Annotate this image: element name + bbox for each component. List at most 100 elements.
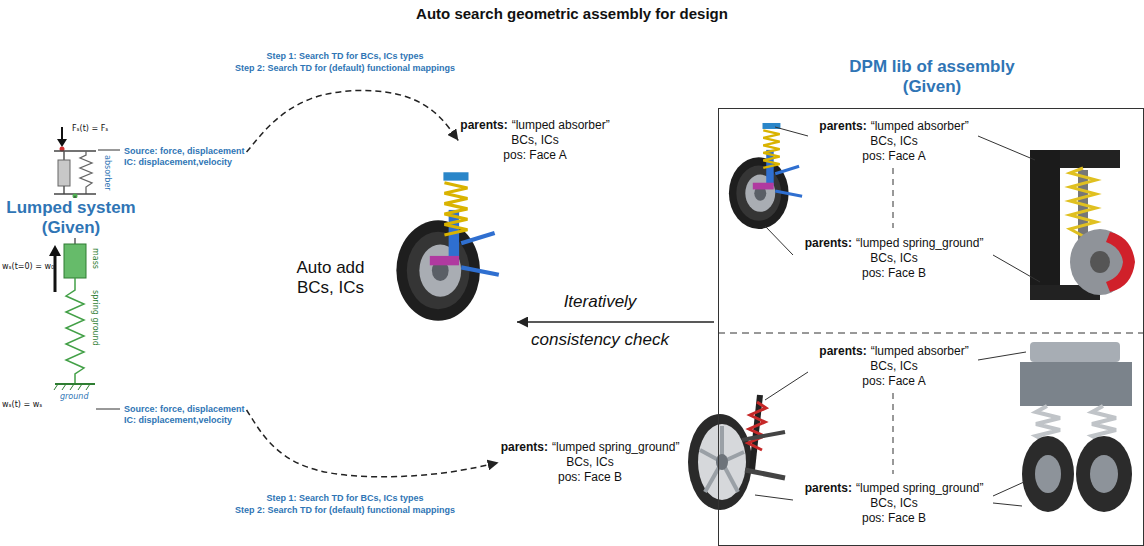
arrow-label: consistency check bbox=[531, 330, 669, 350]
divider-line bbox=[718, 333, 1144, 334]
lumped-system-schematic bbox=[70, 384, 74, 390]
alloy-wheel-suspension-photo bbox=[745, 470, 785, 478]
spec-text: BCs, ICs bbox=[819, 359, 968, 374]
step-note: Step 1: Search TD for BCs, ICs types bbox=[266, 50, 423, 62]
wheel-suspension-photo bbox=[729, 123, 802, 229]
parent-spec-label: parents: “lumped spring_ground”BCs, ICspo… bbox=[501, 440, 680, 485]
twin-wheel-suspension-photo bbox=[1020, 342, 1132, 512]
panel-heading: DPM lib of assembly (Given) bbox=[837, 57, 1027, 97]
lumped-system-schematic bbox=[55, 383, 95, 385]
element-name: absorber bbox=[102, 155, 112, 191]
condition-text: Source: force, displacement bbox=[124, 146, 245, 157]
twin-wheel-suspension-photo bbox=[1090, 455, 1118, 493]
alloy-wheel-suspension-photo bbox=[752, 395, 760, 470]
divider-line bbox=[893, 168, 894, 228]
twin-wheel-suspension-photo bbox=[1022, 436, 1074, 512]
lumped-system-schematic bbox=[63, 151, 65, 160]
assembly-illustration bbox=[396, 172, 498, 320]
step-note: Step 1: Search TD for BCs, ICs types bbox=[266, 492, 423, 504]
twin-wheel-suspension-photo bbox=[1030, 342, 1120, 362]
initial-condition-label: wₛ(t=0) = w₀ bbox=[2, 262, 54, 272]
consistency-arrow bbox=[517, 322, 714, 323]
spec-text: “lumped absorber” bbox=[512, 118, 610, 132]
spec-text: BCs, ICs bbox=[819, 134, 968, 149]
alloy-wheel-suspension-photo bbox=[722, 452, 744, 462]
alloy-wheel-suspension-photo bbox=[720, 426, 724, 462]
lumped-system-schematic bbox=[49, 245, 61, 256]
lumped-system-schematic bbox=[66, 284, 84, 384]
diagram-title: Auto search geometric assembly for desig… bbox=[416, 5, 728, 23]
parent-spec-label: parents: “lumped spring_ground”BCs, ICspo… bbox=[805, 481, 984, 526]
spec-text: parents: bbox=[460, 118, 507, 132]
divider-line bbox=[893, 393, 894, 474]
lumped-system-schematic bbox=[54, 384, 58, 390]
alloy-wheel-suspension-photo bbox=[688, 414, 752, 510]
spec-text: pos: Face A bbox=[819, 374, 968, 389]
spec-text: “lumped spring_ground” bbox=[856, 236, 983, 250]
twin-wheel-suspension-photo bbox=[1035, 455, 1061, 493]
spec-text: BCs, ICs bbox=[805, 496, 984, 511]
alloy-wheel-suspension-photo bbox=[705, 462, 722, 492]
lumped-system-schematic bbox=[58, 160, 70, 186]
spec-text: “lumped absorber” bbox=[871, 344, 969, 358]
suspension-module-photo bbox=[1070, 229, 1130, 295]
spec-text: pos: Face A bbox=[819, 149, 968, 164]
suspension-module-photo bbox=[1070, 168, 1096, 236]
spec-text: pos: Face B bbox=[805, 511, 984, 526]
leader-line bbox=[755, 495, 793, 500]
lumped-system-schematic bbox=[64, 244, 86, 278]
step-note: Step 2: Search TD for (default) function… bbox=[235, 504, 455, 516]
wheel-suspension-photo bbox=[729, 123, 802, 229]
alloy-wheel-suspension-photo bbox=[688, 395, 785, 510]
section-heading: Lumped system (Given) bbox=[2, 198, 140, 238]
lumped-system-schematic bbox=[62, 384, 66, 390]
source-ic-note: Source: force, displacementIC: displacem… bbox=[124, 404, 245, 426]
dashed-arrow bbox=[247, 410, 499, 477]
divider-line bbox=[718, 168, 1144, 474]
step-note: Step 2: Search TD for (default) function… bbox=[235, 62, 455, 74]
leader-line bbox=[993, 255, 1040, 282]
spec-text: “lumped spring_ground” bbox=[552, 440, 679, 454]
leader-line bbox=[978, 352, 1026, 360]
parent-spec-label: parents:“lumped absorber”BCs, ICspos: Fa… bbox=[819, 119, 968, 164]
leader-line bbox=[993, 503, 1022, 506]
arrow-label: Iteratively bbox=[564, 292, 637, 312]
suspension-module-photo bbox=[1090, 251, 1110, 273]
element-name: ground bbox=[60, 392, 88, 402]
force-label: Fₛ(t) = Fₛ bbox=[72, 124, 108, 134]
consistency-arrow bbox=[517, 321, 714, 323]
lumped-system-schematic bbox=[54, 193, 96, 195]
lumped-system-schematic bbox=[74, 278, 76, 284]
suspension-module-photo bbox=[1106, 232, 1135, 292]
spec-text: BCs, ICs bbox=[805, 251, 984, 266]
leader-line bbox=[765, 372, 808, 400]
condition-text: IC: displacement,velocity bbox=[124, 415, 245, 426]
element-name: mass bbox=[90, 248, 100, 269]
condition-text: IC: displacement,velocity bbox=[124, 157, 245, 168]
suspension-module-photo bbox=[1030, 150, 1135, 300]
assembly-illustration bbox=[396, 172, 498, 320]
lumped-system-schematic bbox=[78, 384, 82, 390]
condition-text: Source: force, displacement bbox=[124, 404, 245, 415]
spec-text: pos: Face B bbox=[501, 470, 680, 485]
alloy-wheel-suspension-photo bbox=[722, 462, 738, 492]
spec-text: “lumped spring_ground” bbox=[856, 481, 983, 495]
element-name: spring ground bbox=[90, 290, 100, 346]
lumped-system-schematic bbox=[80, 151, 92, 194]
leader-line bbox=[978, 136, 1035, 160]
spec-text: parents: bbox=[501, 440, 548, 454]
spec-text: parents: bbox=[805, 236, 852, 250]
spec-text: “lumped absorber” bbox=[871, 119, 969, 133]
parent-spec-label: parents:“lumped absorber”BCs, ICspos: Fa… bbox=[819, 344, 968, 389]
leader-line bbox=[755, 127, 1040, 506]
spec-text: parents: bbox=[805, 481, 852, 495]
lumped-system-schematic bbox=[86, 384, 90, 390]
leader-line bbox=[765, 226, 793, 255]
spec-text: BCs, ICs bbox=[501, 455, 680, 470]
spec-text: pos: Face A bbox=[460, 148, 609, 163]
suspension-module-photo bbox=[1078, 170, 1088, 240]
lumped-system-schematic bbox=[63, 186, 65, 194]
leader-line bbox=[775, 127, 808, 136]
alloy-wheel-suspension-photo bbox=[742, 432, 785, 440]
